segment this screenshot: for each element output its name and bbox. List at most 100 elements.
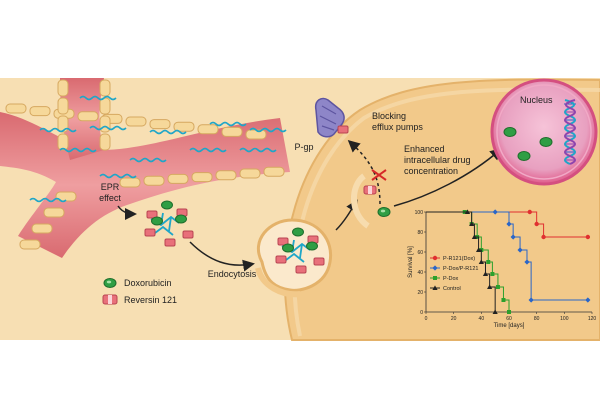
polymer-chain — [154, 225, 174, 236]
data-point — [432, 255, 438, 261]
blocking-label-line1: Blocking — [372, 111, 406, 121]
data-point — [510, 234, 516, 240]
y-tick-label: 0 — [420, 310, 423, 316]
released-reversin — [363, 185, 377, 195]
series-p-dox-p-r121 — [426, 209, 591, 303]
endothelial-cell — [215, 170, 237, 181]
legend-reversin-label: Reversin 121 — [124, 295, 177, 305]
y-tick-label: 60 — [417, 250, 423, 256]
endothelial-cell — [31, 223, 53, 234]
reversin-molecule — [144, 228, 156, 237]
data-point — [464, 209, 471, 214]
endothelial-cell — [19, 239, 41, 250]
data-point — [585, 234, 591, 240]
data-point — [469, 221, 475, 226]
endothelial-cell — [5, 103, 27, 114]
data-point — [487, 284, 493, 289]
polymer-chain — [59, 147, 97, 153]
endothelial-cell — [245, 129, 267, 140]
epr-label-line2: effect — [99, 193, 121, 203]
legend: Doxorubicin Reversin 121 — [102, 278, 177, 305]
y-tick-label: 20 — [417, 290, 423, 296]
endothelial-cell — [99, 133, 111, 151]
chart-xlabel: Time [days] — [494, 323, 525, 329]
endothelial-cell — [57, 133, 69, 151]
series-line — [426, 211, 588, 301]
endothelial-cell — [99, 79, 111, 97]
legend-doxorubicin-icon — [103, 278, 117, 288]
data-point — [433, 276, 437, 280]
nuclear-doxorubicin — [503, 127, 553, 161]
doxorubicin-molecule — [161, 200, 173, 210]
series-control — [426, 209, 498, 314]
reversin-molecule — [182, 230, 194, 239]
polymer-chain — [99, 173, 137, 179]
pgp-label: P-gp — [294, 142, 313, 152]
polymer-chain — [89, 125, 127, 131]
data-point — [490, 272, 495, 276]
doxorubicin-molecule — [282, 243, 294, 253]
x-tick-label: 100 — [560, 316, 569, 322]
epr-label-line1: EPR — [101, 182, 120, 192]
polymer-chain — [168, 216, 172, 232]
endothelial-cell — [239, 168, 261, 179]
endothelial-cell — [57, 97, 69, 115]
endothelial-cell — [197, 124, 219, 135]
data-point — [527, 209, 532, 215]
endothelial-cell — [99, 97, 111, 115]
nucleus — [490, 78, 598, 186]
data-point — [585, 297, 591, 303]
endothelial-cell — [167, 173, 189, 184]
data-point — [501, 298, 506, 302]
doxorubicin-molecule — [292, 227, 304, 237]
legend-doxorubicin-label: Doxorubicin — [124, 278, 172, 288]
endothelial-cells — [5, 79, 285, 250]
endothelial-cell — [99, 115, 111, 133]
nucleus-label: Nucleus — [520, 95, 553, 105]
endothelial-cell — [57, 115, 69, 133]
endothelial-cell — [149, 119, 171, 130]
polymer-chain — [209, 121, 247, 127]
data-point — [482, 271, 489, 276]
dna-strand — [564, 99, 576, 165]
chart-ylabel: Survival [%] — [408, 246, 414, 278]
nanocarrier-endosome — [275, 227, 325, 274]
released-doxorubicin — [377, 207, 391, 217]
endothelial-cell — [119, 177, 141, 188]
endocytosis-label: Endocytosis — [208, 269, 257, 279]
reversin-molecule — [164, 238, 176, 247]
endothelial-cell — [221, 126, 243, 137]
data-point — [475, 247, 482, 252]
data-point — [492, 209, 498, 215]
endothelial-cell — [29, 106, 51, 117]
x-tick-label: 120 — [588, 316, 597, 322]
data-point — [492, 309, 498, 314]
data-point — [495, 285, 500, 289]
y-tick-label: 40 — [417, 270, 423, 276]
blocking-label-line2: efflux pumps — [372, 122, 423, 132]
nanocarrier-extracellular — [144, 200, 194, 247]
blocked-cross-icon — [371, 169, 387, 181]
endocytosis-arrow — [189, 241, 255, 272]
efflux-arrow — [347, 139, 381, 205]
x-tick-label: 20 — [451, 316, 457, 322]
data-point — [506, 221, 512, 227]
reversin-molecule — [275, 255, 287, 264]
endothelial-cell — [263, 166, 285, 177]
polymer-chain — [285, 252, 305, 263]
data-point — [507, 310, 511, 314]
endothelial-cell — [125, 116, 147, 127]
data-point — [541, 234, 546, 240]
data-point — [524, 259, 530, 265]
polymer-chain — [149, 129, 187, 135]
x-tick-label: 0 — [425, 316, 428, 322]
legend-reversin-icon — [102, 294, 118, 305]
data-point — [528, 297, 534, 303]
doxorubicin-molecule — [151, 216, 163, 226]
chart-series — [426, 209, 591, 314]
epr-arrow — [117, 205, 137, 220]
x-tick-label: 80 — [534, 316, 540, 322]
doxorubicin-molecule — [306, 241, 318, 251]
